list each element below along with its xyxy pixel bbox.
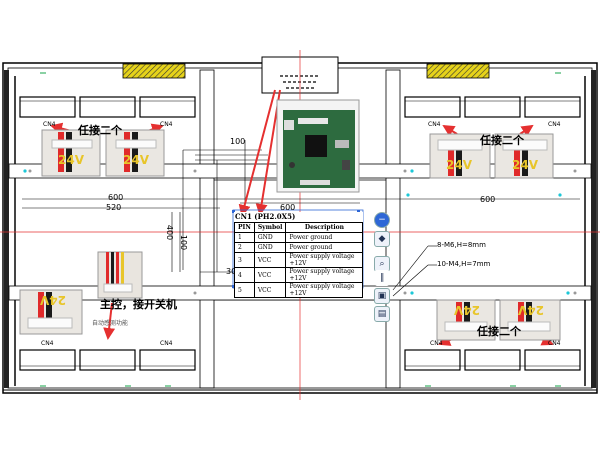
- table-row: 5 VCC Power supply voltage +12V: [234, 282, 364, 298]
- description-cell: Power supply voltage +12V: [285, 267, 364, 283]
- cable-photo-tr-2: [494, 133, 554, 179]
- right-inner-bar: [584, 76, 586, 386]
- annotation-auto-sense: 自动感测功能: [92, 320, 129, 327]
- dimension-600-right: 600: [480, 195, 496, 204]
- dimension-30: 30: [226, 267, 237, 276]
- pcb-photo: [276, 99, 360, 193]
- cn4-label: CN4: [548, 340, 561, 347]
- dimension-lines: [22, 140, 580, 273]
- screw-note-m4: 10-M4,H=7mm: [437, 260, 491, 268]
- cable-photo-tl-2: [105, 129, 165, 177]
- pin-cell: 4: [234, 267, 255, 283]
- pin-table: PIN Symbol Description 1 GND Power groun…: [234, 222, 364, 298]
- pin-cell: 5: [234, 282, 255, 298]
- table-row: 1 GND Power ground: [234, 232, 364, 243]
- description-cell: Power supply voltage +12V: [285, 282, 364, 298]
- voltage-label: 24V: [123, 153, 149, 167]
- screw-note-m6: 8-M6,H=8mm: [437, 241, 486, 249]
- panel-bottom-right: [404, 349, 581, 371]
- cable-photo-br-2: [499, 299, 561, 341]
- description-cell: Power supply voltage +12V: [285, 252, 364, 268]
- voltage-label: 24V: [446, 158, 472, 172]
- cn4-label: CN4: [160, 121, 173, 128]
- hatch-mount-right: [426, 63, 490, 79]
- cn4-label: CN4: [430, 340, 443, 347]
- left-inner-bar: [14, 76, 16, 386]
- voltage-label: 24V: [454, 303, 480, 317]
- annotation-connect-two-top-right: 任接二个: [480, 134, 524, 147]
- dimension-400-vertical: 400: [165, 224, 175, 241]
- pin-table-block: CN1 (PH2.0X5) PIN Symbol Description 1 G…: [234, 212, 364, 298]
- cable-photo-main: [97, 251, 143, 299]
- pin-table-header: PIN Symbol Description: [234, 222, 364, 233]
- pin-header: PIN: [234, 222, 255, 233]
- dimension-600-center: 600: [280, 203, 296, 212]
- description-cell: Power ground: [285, 232, 364, 243]
- cn4-label: CN4: [43, 121, 56, 128]
- pin-cell: 3: [234, 252, 255, 268]
- panel-top-right: [404, 96, 581, 118]
- cable-photo-bl: [19, 289, 83, 335]
- cn4-label: CN4: [160, 340, 173, 347]
- cable-photo-tr-1: [429, 133, 491, 179]
- symbol-cell: GND: [253, 232, 287, 243]
- left-frame-bar: [4, 70, 9, 388]
- voltage-label: 24V: [40, 293, 66, 307]
- symbol-cell: VCC: [253, 282, 287, 298]
- annotation-connect-two-bottom-right: 任接二个: [477, 325, 521, 338]
- pin-table-title: CN1 (PH2.0X5): [235, 212, 296, 221]
- symbol-cell: VCC: [253, 267, 287, 283]
- pin-cell: 2: [234, 242, 255, 253]
- panel-bottom-left: [19, 349, 196, 371]
- panel-top-left: [19, 96, 196, 118]
- dimension-520: 520: [106, 203, 122, 212]
- cn4-label: CN4: [428, 121, 441, 128]
- dimension-100: 100: [230, 137, 246, 146]
- cn4-label: CN4: [548, 121, 561, 128]
- description-header: Description: [285, 222, 364, 233]
- dimension-100-vertical: 100: [179, 234, 189, 251]
- right-frame-bar: [591, 70, 596, 388]
- symbol-header: Symbol: [253, 222, 287, 233]
- green-ticks: [40, 72, 561, 387]
- cable-photo-tl-1: [41, 129, 101, 177]
- table-row: 4 VCC Power supply voltage +12V: [234, 267, 364, 283]
- dimension-600: 600: [108, 193, 124, 202]
- table-row: 2 GND Power ground: [234, 242, 364, 253]
- annotation-connect-two-top-left: 任接二个: [78, 124, 122, 137]
- hatch-mount-left: [122, 63, 186, 79]
- table-row: 3 VCC Power supply voltage +12V: [234, 252, 364, 268]
- screw-leaders: [392, 245, 437, 297]
- symbol-cell: GND: [253, 242, 287, 253]
- voltage-label: 24V: [58, 153, 84, 167]
- image-icon[interactable]: ▣: [374, 288, 390, 304]
- annotation-main-control: 主控，接开关机: [100, 298, 177, 311]
- layers-icon[interactable]: ◆: [374, 231, 390, 247]
- document-icon[interactable]: ▤: [374, 306, 390, 322]
- voltage-label: 24V: [518, 303, 544, 317]
- cable-photo-br-1: [436, 299, 496, 341]
- minus-icon[interactable]: −: [374, 212, 390, 228]
- description-cell: Power ground: [285, 242, 364, 253]
- pause-icon[interactable]: ∥: [374, 270, 390, 286]
- pin-cell: 1: [234, 232, 255, 243]
- cn4-label: CN4: [41, 340, 54, 347]
- voltage-label: 24V: [512, 158, 538, 172]
- symbol-cell: VCC: [253, 252, 287, 268]
